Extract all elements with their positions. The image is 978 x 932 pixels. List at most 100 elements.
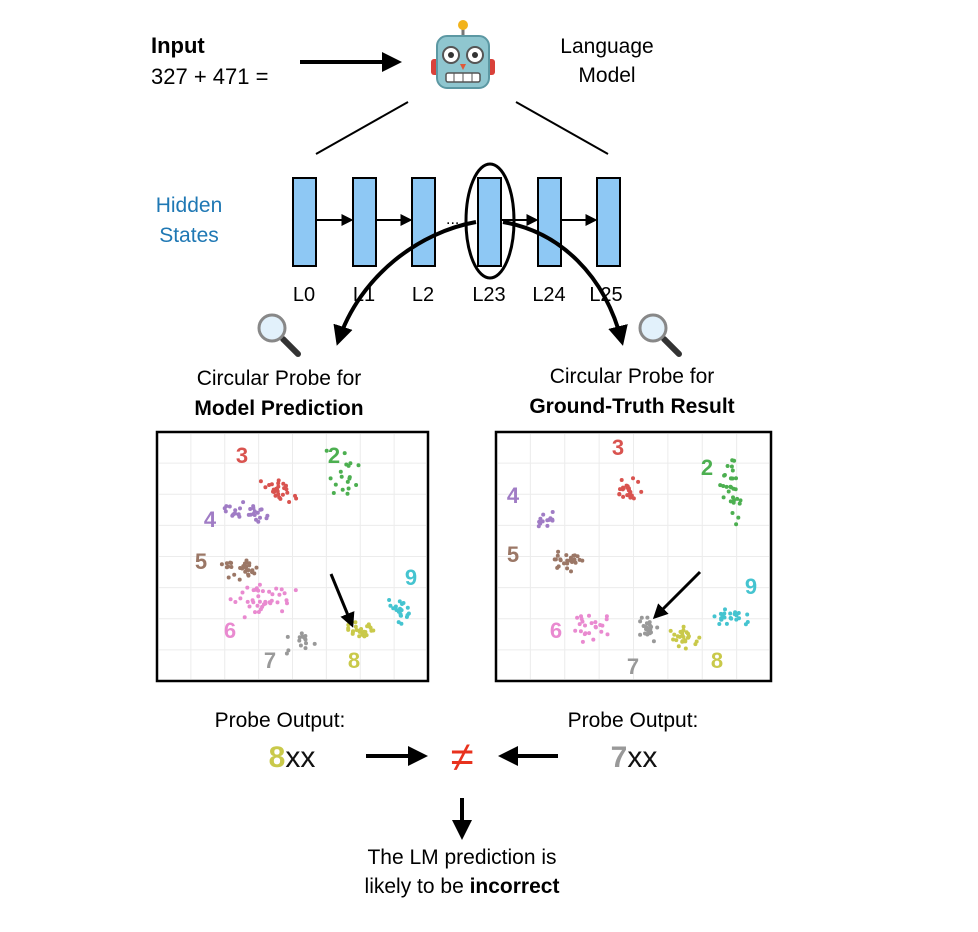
right-scatter-point-2: [728, 484, 733, 489]
curve-arrow-right: [502, 220, 628, 346]
left-scatter-point-6: [280, 609, 285, 614]
right-cluster-label-6: 6: [550, 618, 562, 643]
layer-l24: [537, 177, 562, 267]
left-scatter-point-7: [304, 641, 308, 646]
right-scatter-point-6: [604, 617, 609, 622]
left-probe-title-line1: Circular Probe for: [197, 367, 362, 390]
left-scatter-point-6: [260, 589, 265, 594]
left-scatter-point-6: [256, 594, 261, 599]
right-scatter-point-5: [580, 558, 585, 563]
right-scatter-point-7: [638, 619, 643, 624]
right-scatter-point-5: [558, 557, 563, 562]
layer-label-l0: L0: [293, 284, 315, 306]
right-scatter-point-2: [730, 468, 735, 473]
right-scatter-point-4: [536, 524, 541, 529]
right-scatter-point-2: [729, 476, 734, 481]
layer-l25: [596, 177, 621, 267]
right-scatter-point-6: [589, 621, 594, 626]
left-scatter-point-5: [243, 569, 248, 574]
left-scatter-point-3: [269, 482, 274, 487]
left-scatter-point-4: [246, 512, 251, 517]
right-scatter-point-9: [723, 607, 727, 612]
right-scatter-point-6: [587, 631, 592, 636]
left-scatter-point-5: [244, 558, 249, 563]
right-scatter-point-2: [738, 498, 743, 503]
left-scatter-point-6: [254, 586, 259, 591]
model-label-line2: Model: [578, 64, 635, 87]
layer-label-l25: L25: [589, 284, 622, 306]
right-scatter-point-5: [568, 555, 573, 560]
right-scatter-point-3: [621, 486, 626, 491]
input-heading: Input: [151, 33, 205, 58]
left-scatter-point-8: [359, 627, 364, 631]
left-scatter-point-3: [281, 481, 286, 486]
right-scatter-point-6: [579, 614, 583, 619]
left-scatter-point-2: [342, 451, 347, 456]
right-scatter-point-2: [721, 495, 726, 500]
left-scatter-point-2: [331, 491, 336, 495]
left-scatter-point-6: [261, 602, 266, 607]
left-scatter-point-7: [303, 634, 308, 638]
right-scatter-point-7: [638, 632, 643, 637]
right-scatter-point-4: [538, 516, 543, 521]
right-scatter-point-2: [732, 458, 737, 463]
left-scatter-point-4: [233, 511, 237, 516]
left-scatter-point-6: [253, 610, 257, 615]
right-scatter-point-7: [651, 639, 656, 644]
right-scatter-point-3: [619, 478, 624, 482]
right-scatter-point-8: [675, 634, 680, 639]
right-scatter-point-9: [719, 617, 724, 622]
right-scatter-point-4: [541, 512, 546, 517]
right-scatter-point-6: [593, 624, 598, 629]
layer-l23: [477, 177, 502, 267]
left-scatter-point-8: [353, 620, 358, 625]
right-scatter-point-6: [604, 614, 609, 619]
right-scatter-point-5: [565, 566, 570, 571]
left-scatter-point-6: [245, 599, 250, 604]
right-scatter-point-3: [628, 495, 633, 500]
left-scatter-point-2: [340, 487, 345, 492]
right-scatter-point-5: [564, 553, 569, 558]
left-scatter-arrow: [329, 573, 355, 628]
right-scatter-point-4: [540, 519, 545, 524]
left-scatter-point-2: [345, 491, 350, 496]
left-scatter-point-2: [324, 448, 329, 453]
right-scatter-point-5: [565, 561, 570, 566]
right-scatter-point-6: [598, 623, 603, 627]
right-cluster-label-4: 4: [507, 483, 520, 508]
right-scatter-point-2: [722, 473, 727, 477]
right-scatter-arrow: [652, 570, 702, 620]
right-scatter-point-9: [745, 612, 750, 617]
right-scatter-point-2: [737, 501, 742, 506]
right-cluster-label-9: 9: [745, 574, 757, 599]
right-scatter-point-6: [605, 632, 610, 637]
left-scatter-point-3: [287, 500, 292, 504]
right-scatter-point-6: [577, 622, 582, 627]
left-scatter-point-6: [267, 589, 272, 594]
left-scatter-point-7: [284, 651, 289, 656]
left-scatter-point-9: [405, 613, 410, 618]
left-scatter-point-2: [328, 476, 333, 481]
left-scatter-point-5: [254, 565, 259, 570]
left-scatter-point-4: [248, 507, 253, 511]
left-scatter-point-3: [282, 486, 287, 491]
magnifying-glass-icon: [257, 313, 301, 357]
right-scatter-point-9: [729, 616, 734, 621]
right-scatter-point-2: [731, 486, 736, 491]
right-scatter-point-6: [575, 615, 580, 620]
left-scatter-point-4: [251, 504, 256, 509]
left-scatter-point-3: [271, 489, 275, 494]
right-probe-title-line2: Ground-Truth Result: [529, 395, 734, 418]
left-scatter-point-6: [282, 591, 287, 596]
right-scatter-point-2: [726, 489, 731, 494]
left-scatter-point-5: [250, 568, 255, 573]
left-scatter-point-6: [270, 592, 275, 597]
left-scatter-point-7: [297, 638, 302, 643]
expand-line-left: [315, 101, 409, 155]
left-scatter-point-6: [284, 598, 289, 603]
left-cluster-label-9: 9: [405, 565, 417, 590]
left-scatter-point-4: [241, 500, 246, 505]
right-scatter-point-8: [681, 639, 686, 644]
